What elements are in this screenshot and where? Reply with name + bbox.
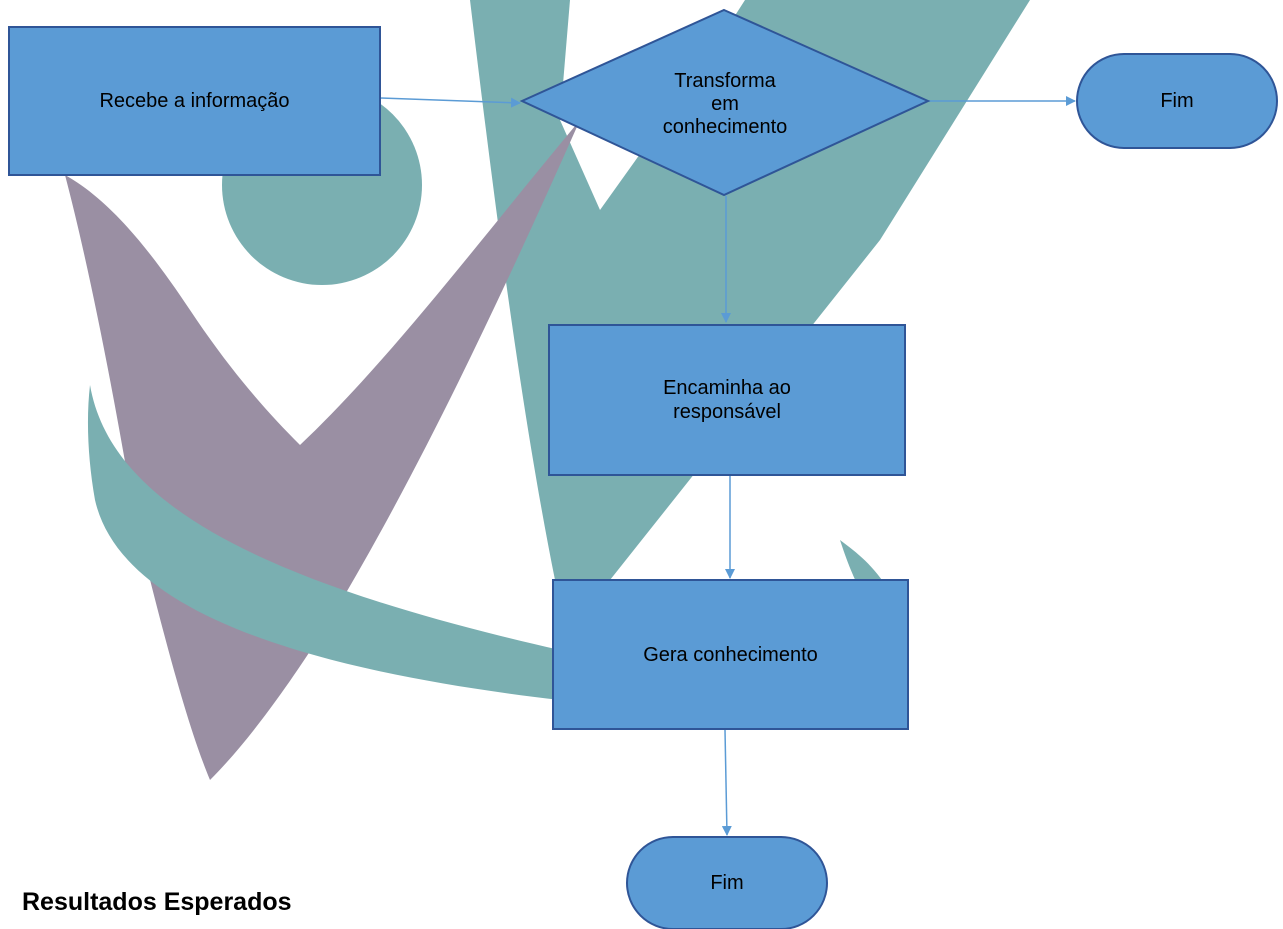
edge-generate-to-end-bottom <box>721 729 732 836</box>
node-transform-label-line2: em <box>711 93 739 115</box>
node-forward-label: Encaminha ao responsável <box>549 325 905 475</box>
connectors <box>379 96 1076 836</box>
node-end-bottom-label: Fim <box>710 872 744 894</box>
section-heading: Resultados Esperados <box>22 888 292 916</box>
node-end-top-label: Fim <box>1160 90 1194 112</box>
nodes <box>8 8 1278 929</box>
watermark-teal-swoosh <box>87 385 560 700</box>
node-end-bottom <box>626 836 828 929</box>
node-generate <box>552 579 909 730</box>
node-end-top <box>1076 53 1278 149</box>
node-transform-label-line1: Transforma <box>674 70 776 92</box>
node-forward-label-line1: Encaminha ao <box>663 377 791 399</box>
node-transform <box>519 8 931 197</box>
node-receive <box>8 26 381 176</box>
node-receive-label: Recebe a informação <box>99 90 290 112</box>
node-forward-label-line2: responsável <box>673 401 781 423</box>
node-forward <box>548 324 906 476</box>
node-generate-label: Gera conhecimento <box>643 643 818 666</box>
watermark-purple-figure <box>65 120 580 780</box>
node-transform-label-line3: conhecimento <box>662 116 788 138</box>
edge-receive-to-transform <box>379 97 521 108</box>
node-transform-label: Transforma em conhecimento <box>600 70 850 146</box>
